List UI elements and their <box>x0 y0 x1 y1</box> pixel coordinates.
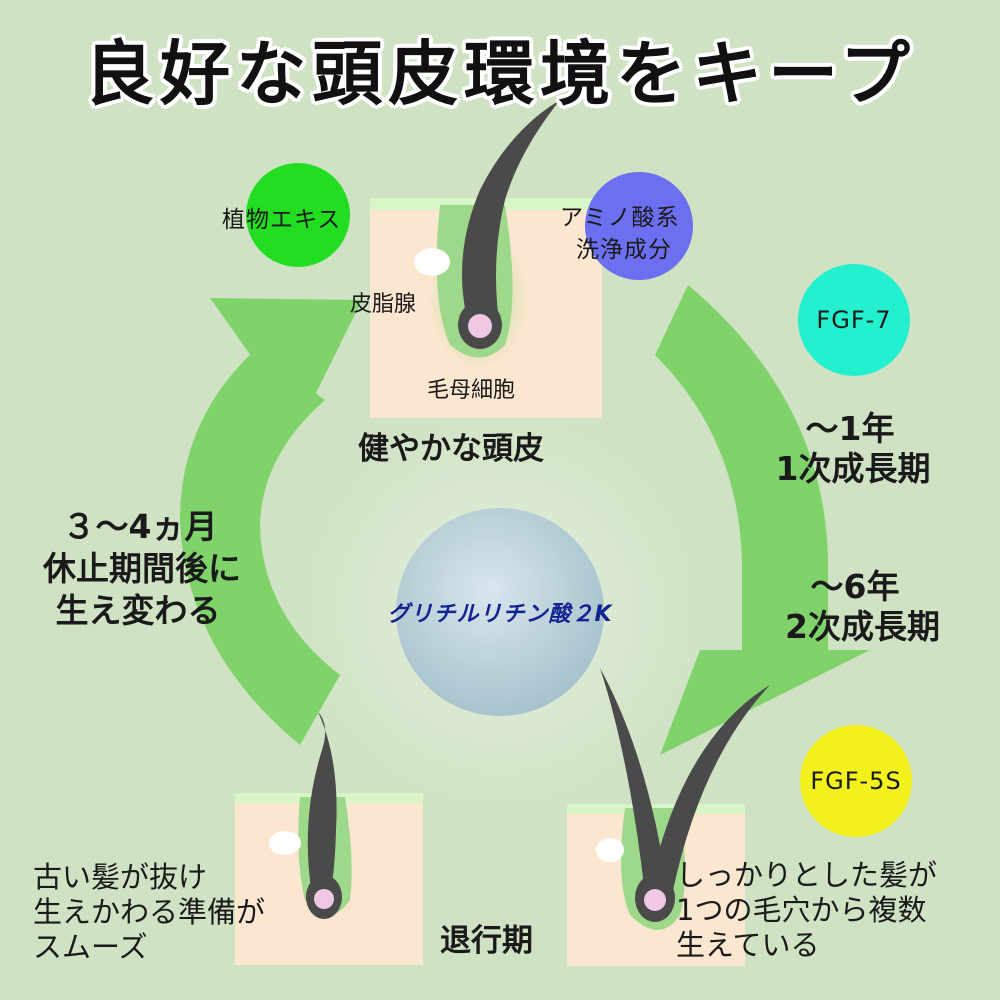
page-title: 良好な頭皮環境をキープ <box>84 33 916 115</box>
label-hair-matrix: 毛母細胞 <box>427 378 516 403</box>
badge-fgf7-label: FGF-7 <box>816 306 892 334</box>
center-orb <box>396 508 604 716</box>
label-sebaceous-gland: 皮脂腺 <box>350 292 417 317</box>
arrow-rest-head <box>210 298 362 425</box>
badge-fgf5s-label: FGF-5S <box>810 767 902 795</box>
catagen-scalp-illustration <box>235 712 423 965</box>
arrow-growth-band <box>655 285 828 660</box>
caption-catagen: 退行期 <box>440 923 533 959</box>
caption-healthy-scalp: 健やかな頭皮 <box>358 431 544 467</box>
rest-period-line3: 生え変わる <box>55 591 221 630</box>
badge-plant-extract <box>246 163 350 267</box>
anagen-scalp-illustration <box>567 668 770 966</box>
shedding-line2: 生えかわる準備が <box>33 895 266 929</box>
rest-period-line1: ３～4ヵ月 <box>62 507 218 546</box>
shedding-line1: 古い髪が抜け <box>33 860 208 894</box>
phase2-duration: ～6年 <box>810 567 900 606</box>
phase2-name: 2次成長期 <box>785 607 940 646</box>
phase1-name: 1次成長期 <box>775 449 931 488</box>
center-ingredient-label: グリチルリチン酸２K <box>387 602 613 627</box>
arrow-rest-band <box>180 350 340 745</box>
phase1-duration: ～1年 <box>805 409 895 448</box>
badge-fgf5s: FGF-5S <box>800 725 912 837</box>
badge-amino <box>585 172 693 280</box>
badge-amino-line1: アミノ酸系 <box>560 205 680 231</box>
badge-plant-label: 植物エキス <box>222 207 342 233</box>
shedding-line3: スムーズ <box>33 930 148 964</box>
badge-amino-line2: 洗浄成分 <box>576 237 672 263</box>
multiple-hair-line3: 生えている <box>676 928 820 962</box>
multiple-hair-line1: しっかりとした髪が <box>676 858 938 892</box>
badge-fgf7: FGF-7 <box>798 264 910 376</box>
rest-period-line2: 休止期間後に <box>43 549 241 588</box>
arrow-growth-head <box>660 650 870 755</box>
multiple-hair-line2: 1つの毛穴から複数 <box>676 893 927 927</box>
healthy-scalp-illustration <box>370 100 602 418</box>
